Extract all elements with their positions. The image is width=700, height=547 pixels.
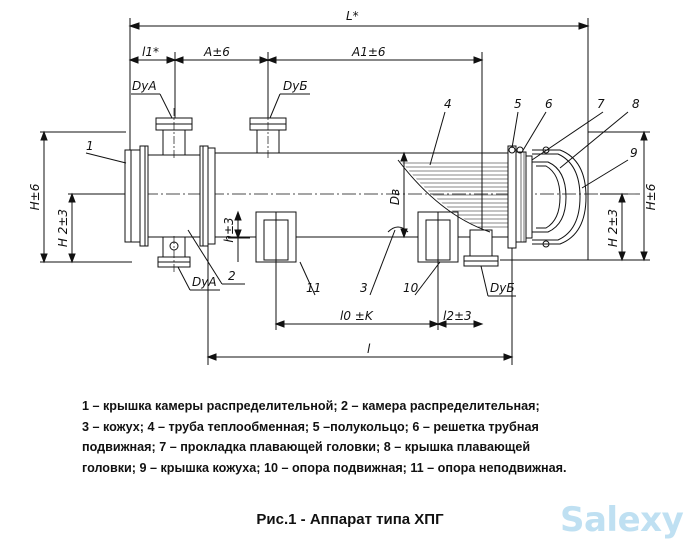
dim-label-l: l bbox=[367, 342, 371, 356]
legend-line: подвижная; 7 – прокладка плавающей голов… bbox=[82, 440, 531, 454]
figure-caption: Рис.1 - Аппарат типа ХПГ bbox=[256, 511, 444, 528]
callout-5: 5 bbox=[514, 97, 522, 111]
dim-label-l0: l0 ±K bbox=[340, 309, 374, 323]
watermark-logo: Salexy bbox=[560, 500, 684, 540]
dim-label-H2-left: H 2±3 bbox=[56, 209, 70, 247]
dim-label-l2: l2±3 bbox=[443, 309, 472, 323]
dim-label-A: A±6 bbox=[203, 45, 230, 59]
dim-label-dy-a-top: DуА bbox=[132, 79, 157, 93]
callout-9: 9 bbox=[630, 146, 638, 160]
dim-label-dy-b-top: DуБ bbox=[283, 79, 308, 93]
heat-exchanger-drawing: L* l1* A±6 A1±6 DуА DуБ DуА DуБ H±6 H 2±… bbox=[28, 9, 658, 365]
callout-3: 3 bbox=[360, 281, 368, 295]
cover-distribution-chamber bbox=[124, 149, 141, 243]
callout-10: 10 bbox=[403, 281, 419, 295]
dim-label-L: L* bbox=[346, 9, 359, 23]
callout-1: 1 bbox=[86, 139, 94, 153]
shell-flange-right bbox=[507, 145, 517, 249]
dim-label-dy-a-bottom: DуА bbox=[192, 275, 217, 289]
legend-line: 3 – кожух; 4 – труба теплообменная; 5 –п… bbox=[82, 419, 539, 434]
callout-6: 6 bbox=[545, 97, 553, 111]
dim-label-h: h±3 bbox=[222, 217, 236, 242]
dim-label-dy-b-bottom: DуБ bbox=[490, 281, 515, 295]
legend-line: головки; 9 – крышка кожуха; 10 – опора п… bbox=[82, 460, 567, 475]
dim-label-H-left: H±6 bbox=[28, 183, 42, 210]
dim-label-l1: l1* bbox=[142, 45, 159, 59]
callout-7: 7 bbox=[597, 97, 605, 111]
dim-label-H-right: H±6 bbox=[644, 183, 658, 210]
dim-label-Dv: Dв bbox=[388, 189, 402, 205]
callout-4: 4 bbox=[444, 97, 452, 111]
callout-11: 11 bbox=[306, 281, 321, 295]
dim-label-H2-right: H 2±3 bbox=[606, 209, 620, 247]
dim-label-A1: A1±6 bbox=[351, 45, 386, 59]
legend-line: 1 – крышка камеры распределительной; 2 –… bbox=[82, 399, 540, 413]
tube-bundle-break-line bbox=[397, 159, 491, 233]
shell-cover bbox=[532, 149, 587, 245]
legend: 1 – крышка камеры распределительной; 2 –… bbox=[82, 396, 642, 478]
callout-2: 2 bbox=[228, 269, 236, 283]
nozzle-dy-b-bottom bbox=[469, 229, 493, 257]
floating-head-cover bbox=[532, 161, 567, 233]
callout-8: 8 bbox=[632, 97, 640, 111]
